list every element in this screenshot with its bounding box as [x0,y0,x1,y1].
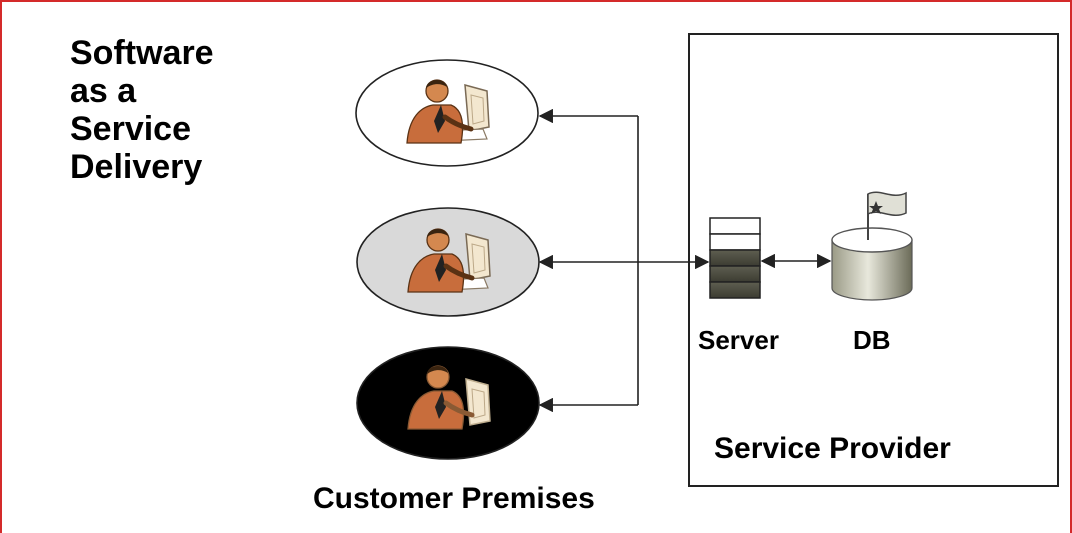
person-at-computer-icon [406,79,490,144]
diagram-title: Software as a Service Delivery [70,34,214,186]
client-3 [356,346,540,460]
db-label: DB [853,325,891,355]
client-1 [355,59,539,167]
service-provider-label: Service Provider [714,432,951,465]
server-stack-icon [709,217,761,299]
server-label: Server [698,325,779,355]
connector-lines [538,108,832,413]
customer-premises-label: Customer Premises [313,482,595,515]
client-2 [356,207,540,317]
flag-icon [867,191,907,240]
person-at-computer-icon [407,365,491,430]
person-at-computer-icon [407,228,491,293]
database-cylinder-icon [831,227,913,301]
